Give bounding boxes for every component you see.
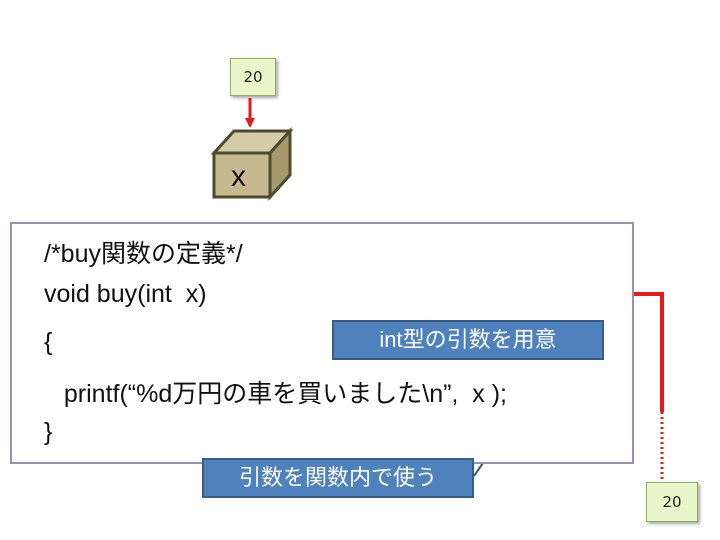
callout-param: int型の引数を用意 (332, 320, 604, 360)
code-line-close-brace: } (44, 418, 53, 446)
callout-usage: 引数を関数内で使う (202, 458, 474, 498)
code-line-signature: void buy(int x) (44, 280, 207, 308)
value-note-bottom-text: 20 (662, 493, 682, 511)
box-front-face (212, 151, 272, 199)
variable-box-label: x (231, 160, 246, 193)
callout-param-text: int型の引数を用意 (379, 327, 557, 352)
value-note-top-text: 20 (243, 68, 263, 86)
callout-usage-text: 引数を関数内で使う (238, 465, 437, 490)
value-note-top: 20 (230, 58, 276, 96)
value-note-bottom: 20 (646, 482, 698, 522)
variable-box (210, 127, 294, 201)
code-line-comment: /*buy関数の定義*/ (44, 240, 243, 268)
code-line-open-brace: { (44, 328, 53, 356)
code-line-printf: printf(“%d万円の車を買いました\n”, x ); (50, 380, 507, 408)
